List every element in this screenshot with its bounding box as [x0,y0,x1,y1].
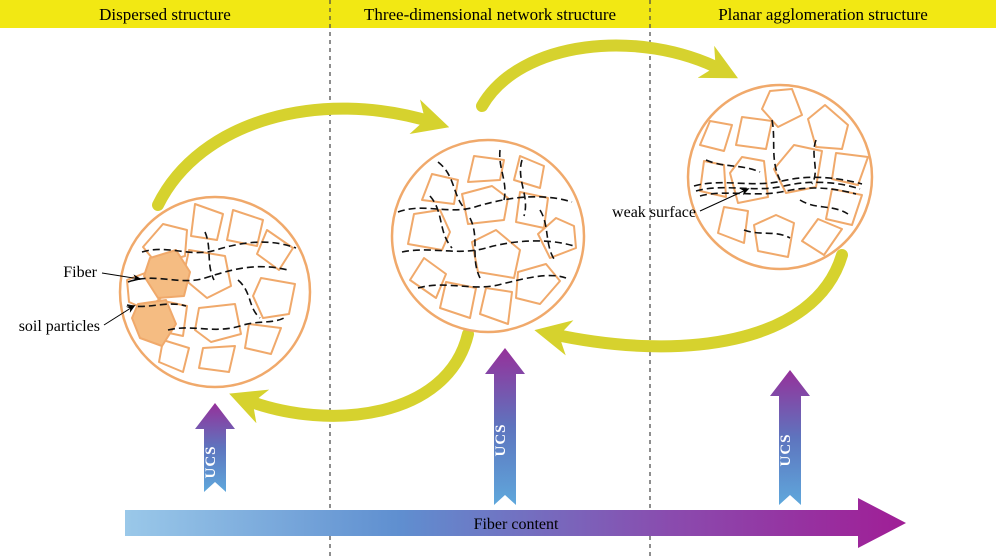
ucs-arrow-3 [770,370,810,505]
flow-arrow-1-to-2 [152,99,450,211]
stage-network [390,138,586,334]
flow-arrow-2-to-1-return [229,328,474,424]
fiber-pointer-line [101,272,142,282]
ucs-label-3: UCS [778,433,794,466]
flow-arrow-3-to-2-return [534,249,848,356]
weak-surface-label: weak surface [612,204,696,221]
highlighted-soil-particle [131,299,177,347]
stage-planar [686,83,874,271]
fiber-content-label: Fiber content [474,516,559,533]
ucs-arrow-2 [485,348,525,505]
ucs-label-1: UCS [203,445,219,478]
header-label-network: Three-dimensional network structure [364,5,616,24]
annotations: Fiber soil particles weak surface [19,188,750,335]
stage-dispersed [118,195,312,389]
fibers-1 [126,231,297,331]
fiber-content-arrow [125,498,906,548]
weak-surface-pointer-line [699,188,750,212]
soil-particles-label: soil particles [19,318,100,335]
fiber-content-axis: Fiber content [125,498,906,548]
fiber-label: Fiber [63,264,97,281]
ucs-arrow-1 [195,403,235,492]
header-bar [0,0,996,28]
ucs-arrows: UCS UCS UCS [195,348,810,505]
fibers-3-weak-surface-band [693,119,863,239]
header-label-planar: Planar agglomeration structure [718,5,928,24]
flow-arrow-2-to-3 [476,39,739,112]
ucs-label-2: UCS [493,423,509,456]
header-label-dispersed: Dispersed structure [99,5,231,24]
fibers-2 [397,149,575,289]
soil-particles-pointer-line [103,305,136,326]
flow-arrows [152,39,848,424]
